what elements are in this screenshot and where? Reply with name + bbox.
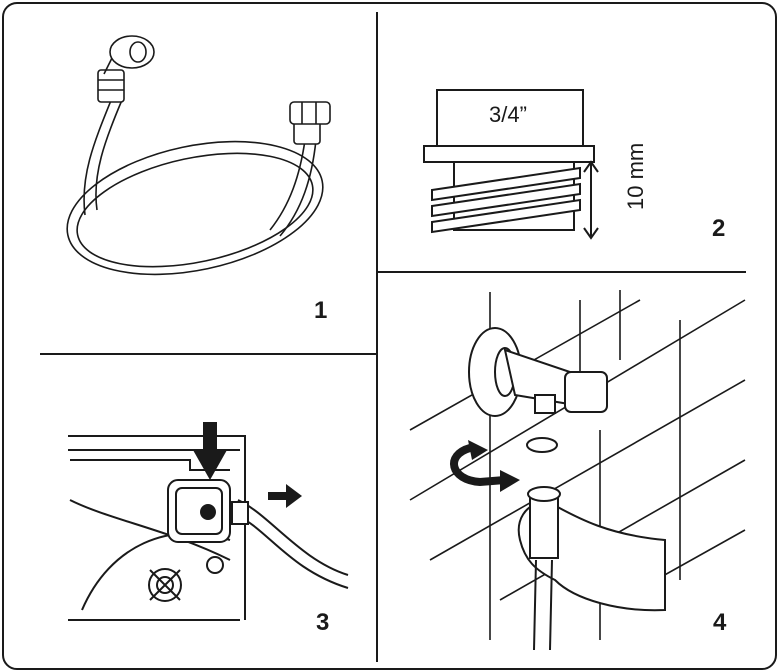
inlet-hose-icon: [66, 35, 331, 276]
panel-3-number: 3: [316, 609, 329, 636]
tap-connection-icon: [409, 290, 746, 651]
arrow-right-icon: [268, 484, 302, 508]
panel-2-number: 2: [712, 215, 725, 242]
arrow-down-icon: [193, 422, 227, 480]
panel-4-number: 4: [713, 609, 727, 636]
panel-1-number: 1: [314, 297, 327, 324]
rotate-arrow-icon: [450, 440, 520, 492]
thread-fitting-icon: [423, 89, 599, 240]
thread-length-label: 10 mm: [623, 143, 648, 210]
thread-size-label: 3/4”: [489, 102, 527, 127]
machine-back-icon: [68, 435, 349, 621]
